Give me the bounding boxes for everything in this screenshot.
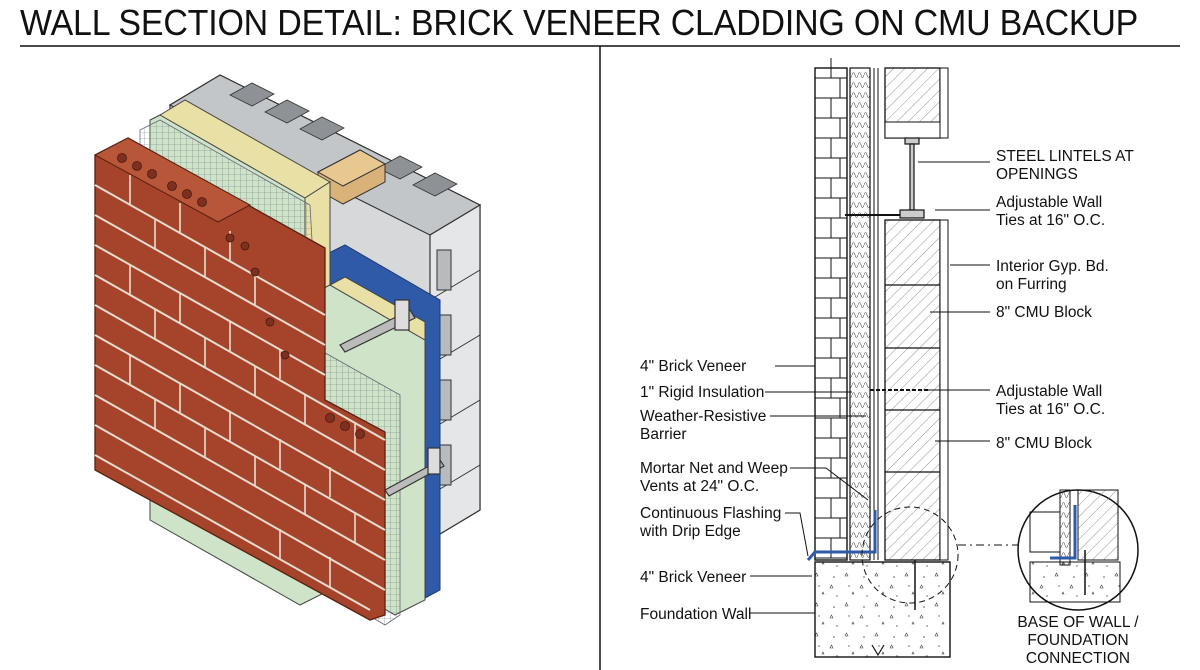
detail-callout-circle — [861, 506, 959, 604]
label-wall-ties-top-line2: Ties at 16" O.C. — [996, 212, 1105, 229]
section-flashing — [806, 510, 877, 561]
label-mortar-net-line2: Vents at 24" O.C. — [640, 478, 759, 495]
leader-lines — [750, 161, 990, 614]
brick-veneer — [93, 137, 386, 621]
label-cmu-mid: 8" CMU Block — [996, 435, 1092, 452]
section-foundation-wall — [814, 561, 951, 658]
label-flashing-line1: Continuous Flashing — [640, 505, 781, 522]
label-mortar-net-line1: Mortar Net and Weep — [640, 460, 788, 477]
label-brick-veneer-bottom: 4" Brick Veneer — [640, 569, 746, 586]
section-brick-veneer — [814, 58, 848, 561]
detail-bubble — [1017, 489, 1139, 611]
label-wall-ties-mid-line2: Ties at 16" O.C. — [996, 401, 1105, 418]
label-wrb-line2: Barrier — [640, 426, 687, 443]
detail-caption-line2: FOUNDATION — [1027, 632, 1128, 649]
label-wall-ties-top-line1: Adjustable Wall — [996, 194, 1102, 211]
label-steel-lintels-line2: OPENINGS — [996, 166, 1078, 183]
page-title: WALL SECTION DETAIL: BRICK VENEER CLADDI… — [20, 2, 1139, 43]
label-gyp-bd-line2: on Furring — [996, 276, 1067, 293]
label-cmu-top: 8" CMU Block — [996, 304, 1092, 321]
detail-caption-line1: BASE OF WALL / — [1017, 614, 1139, 631]
label-rigid-insulation: 1" Rigid Insulation — [640, 384, 764, 401]
adjustable-wall-ties — [339, 299, 445, 497]
section-rigid-insulation — [849, 67, 871, 561]
isometric-wall-assembly — [93, 74, 482, 626]
label-foundation-wall: Foundation Wall — [640, 606, 751, 623]
section-labels-left: 4" Brick Veneer 1" Rigid Insulation Weat… — [639, 358, 788, 623]
detail-caption-line3: CONNECTION — [1026, 650, 1130, 667]
detail-caption: BASE OF WALL / FOUNDATION CONNECTION — [1017, 614, 1139, 667]
label-steel-lintels-line1: STEEL LINTELS AT — [996, 148, 1134, 165]
label-flashing-line2: with Drip Edge — [639, 523, 741, 540]
label-wall-ties-mid-line1: Adjustable Wall — [996, 383, 1102, 400]
label-wrb-line1: Weather-Resistive — [640, 408, 766, 425]
steel-lintel — [899, 137, 925, 219]
section-labels-right: STEEL LINTELS AT OPENINGS Adjustable Wal… — [996, 148, 1134, 452]
label-gyp-bd-line1: Interior Gyp. Bd. — [996, 258, 1109, 275]
label-brick-veneer-top: 4" Brick Veneer — [640, 358, 746, 375]
